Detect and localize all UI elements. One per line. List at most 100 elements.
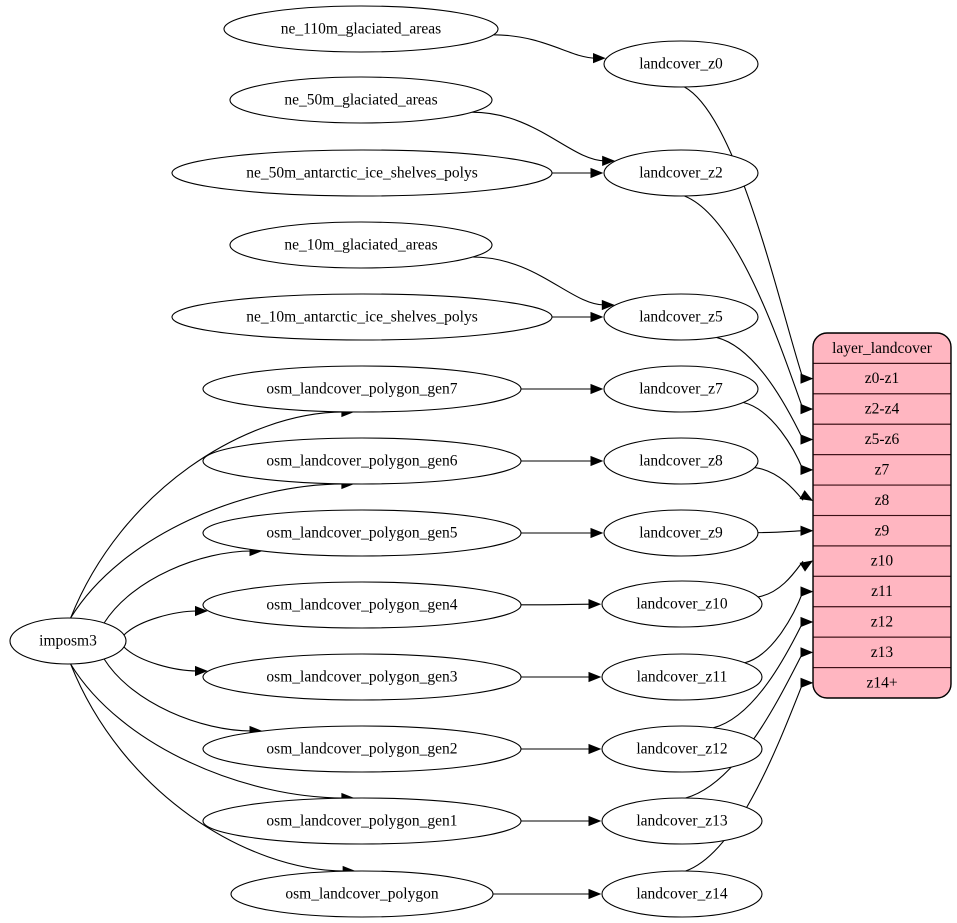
node-shape xyxy=(171,149,553,197)
node-osm_landcover_polygon_gen2[interactable]: osm_landcover_polygon_gen2 xyxy=(202,725,522,773)
node-landcover_z12[interactable]: landcover_z12 xyxy=(601,725,763,773)
arrowhead-table-row-4 xyxy=(799,490,814,501)
arrowhead-landcover_z9 xyxy=(590,527,604,539)
arrowhead-table-row-6 xyxy=(799,560,814,572)
arrowhead-landcover_z7 xyxy=(590,383,604,395)
node-ne_110m_glaciated_areas[interactable]: ne_110m_glaciated_areas xyxy=(223,5,499,53)
node-label: osm_landcover_polygon_gen4 xyxy=(266,597,457,614)
arrowhead-table-row-8 xyxy=(800,616,814,628)
node-landcover_z8[interactable]: landcover_z8 xyxy=(603,437,759,485)
arrowhead-table-row-5 xyxy=(800,525,814,536)
node-shape xyxy=(603,40,759,88)
node-shape xyxy=(601,725,763,773)
table-row-z9-label: z9 xyxy=(875,522,890,539)
arrowhead-landcover_z2 xyxy=(590,167,604,179)
node-shape xyxy=(9,617,127,665)
node-label: landcover_z2 xyxy=(639,165,723,182)
node-landcover_z14[interactable]: landcover_z14 xyxy=(601,870,763,918)
edge-landcover_z2-to-table-row-1 xyxy=(684,195,804,410)
node-landcover_z2[interactable]: landcover_z2 xyxy=(603,149,759,197)
node-ne_10m_glaciated_areas[interactable]: ne_10m_glaciated_areas xyxy=(229,221,493,269)
node-landcover_z0[interactable]: landcover_z0 xyxy=(603,40,759,88)
table-row-z5-z6-cell[interactable] xyxy=(813,423,951,456)
arrowhead-landcover_z10 xyxy=(588,599,602,610)
table-row-z2-z4-cell[interactable] xyxy=(813,393,951,425)
arrowhead-landcover_z0 xyxy=(593,53,606,64)
node-ne_10m_antarctic_ice_shelves_polys[interactable]: ne_10m_antarctic_ice_shelves_polys xyxy=(171,293,553,341)
node-landcover_z10[interactable]: landcover_z10 xyxy=(601,580,763,628)
node-osm_landcover_polygon_gen3[interactable]: osm_landcover_polygon_gen3 xyxy=(202,653,522,701)
edge-landcover_z7-to-table-row-3 xyxy=(743,401,804,471)
node-ne_50m_antarctic_ice_shelves_polys[interactable]: ne_50m_antarctic_ice_shelves_polys xyxy=(171,149,553,197)
node-label: ne_110m_glaciated_areas xyxy=(281,21,441,38)
edge-imposm3-to-osm_landcover_polygon_gen7 xyxy=(70,411,344,619)
table-row-z13-label: z13 xyxy=(871,644,894,661)
node-shape xyxy=(202,797,522,845)
table-row-z8-cell[interactable] xyxy=(813,484,951,517)
arrowhead-landcover_z8 xyxy=(590,455,604,467)
table-row-z0-z1-label: z0-z1 xyxy=(865,370,899,387)
node-label: landcover_z14 xyxy=(636,886,727,903)
node-shape xyxy=(603,149,759,197)
edge-landcover_z13-to-table-row-9 xyxy=(685,652,804,799)
node-landcover_z5[interactable]: landcover_z5 xyxy=(603,293,759,341)
node-label: osm_landcover_polygon xyxy=(285,886,439,903)
node-shape xyxy=(223,5,499,53)
node-osm_landcover_polygon[interactable]: osm_landcover_polygon xyxy=(230,870,494,918)
edge-landcover_z9-to-table-row-5 xyxy=(757,530,804,534)
node-label: landcover_z10 xyxy=(636,596,727,613)
edge-landcover_z10-to-table-row-6 xyxy=(757,560,804,598)
node-shape xyxy=(202,581,522,629)
node-label: osm_landcover_polygon_gen2 xyxy=(266,741,457,758)
arrowhead-table-row-2 xyxy=(800,434,814,445)
edge-landcover_z8-to-table-row-4 xyxy=(754,467,804,501)
arrowhead-to-osm_landcover_polygon_gen3 xyxy=(195,665,208,677)
node-label: osm_landcover_polygon_gen5 xyxy=(266,525,457,542)
edge-imposm3-to-osm_landcover_polygon xyxy=(70,663,346,872)
node-label: ne_10m_glaciated_areas xyxy=(284,237,437,254)
node-label: osm_landcover_polygon_gen1 xyxy=(266,813,457,830)
table-row-z8-label: z8 xyxy=(875,492,890,509)
node-landcover_z13[interactable]: landcover_z13 xyxy=(601,797,763,845)
edge-landcover_z14-to-table-row-10 xyxy=(685,682,804,872)
node-shape xyxy=(202,437,522,485)
table-row-z14--cell[interactable] xyxy=(813,667,951,698)
layer-landcover-table[interactable]: layer_landcoverz0-z1z2-z4z5-z6z7z8z9z10z… xyxy=(812,332,952,699)
node-osm_landcover_polygon_gen1[interactable]: osm_landcover_polygon_gen1 xyxy=(202,797,522,845)
arrowhead-landcover_z11 xyxy=(588,671,602,683)
table-row-z12-cell[interactable] xyxy=(813,606,951,638)
node-shape xyxy=(202,509,522,557)
node-landcover_z7[interactable]: landcover_z7 xyxy=(603,365,759,413)
node-label: landcover_z7 xyxy=(639,381,723,398)
arrowhead-landcover_z12 xyxy=(588,743,602,755)
node-shape xyxy=(230,870,494,918)
node-shape xyxy=(603,365,759,413)
edge-landcover_z0-to-table-row-0 xyxy=(684,86,804,379)
node-shape xyxy=(601,870,763,918)
arrowhead-table-row-1 xyxy=(800,403,814,415)
node-label: ne_50m_antarctic_ice_shelves_polys xyxy=(246,165,478,182)
node-osm_landcover_polygon_gen4[interactable]: osm_landcover_polygon_gen4 xyxy=(202,581,522,629)
arrowhead-table-row-10 xyxy=(800,677,814,688)
arrowhead-table-row-3 xyxy=(800,464,814,476)
edge-imposm3-to-osm_landcover_polygon_gen6 xyxy=(70,483,344,619)
node-landcover_z9[interactable]: landcover_z9 xyxy=(603,509,759,557)
node-osm_landcover_polygon_gen7[interactable]: osm_landcover_polygon_gen7 xyxy=(202,365,522,413)
table-row-z9-cell[interactable] xyxy=(813,514,951,547)
arrowhead-landcover_z13 xyxy=(588,815,602,827)
node-osm_landcover_polygon_gen6[interactable]: osm_landcover_polygon_gen6 xyxy=(202,437,522,485)
node-osm_landcover_polygon_gen5[interactable]: osm_landcover_polygon_gen5 xyxy=(202,509,522,557)
node-imposm3[interactable]: imposm3 xyxy=(9,617,127,665)
node-shape xyxy=(601,797,763,845)
node-landcover_z11[interactable]: landcover_z11 xyxy=(601,653,763,701)
table-row-z7-cell[interactable] xyxy=(813,454,951,486)
table-row-z13-cell[interactable] xyxy=(813,636,951,669)
node-label: landcover_z0 xyxy=(639,56,723,73)
node-ne_50m_glaciated_areas[interactable]: ne_50m_glaciated_areas xyxy=(229,76,493,124)
table-outline xyxy=(812,332,952,699)
node-shape xyxy=(603,293,759,341)
table-row-z10-cell[interactable] xyxy=(813,545,951,577)
nodes-layer: imposm3 ne_110m_glaciated_areas ne_50m_gla… xyxy=(9,5,763,918)
